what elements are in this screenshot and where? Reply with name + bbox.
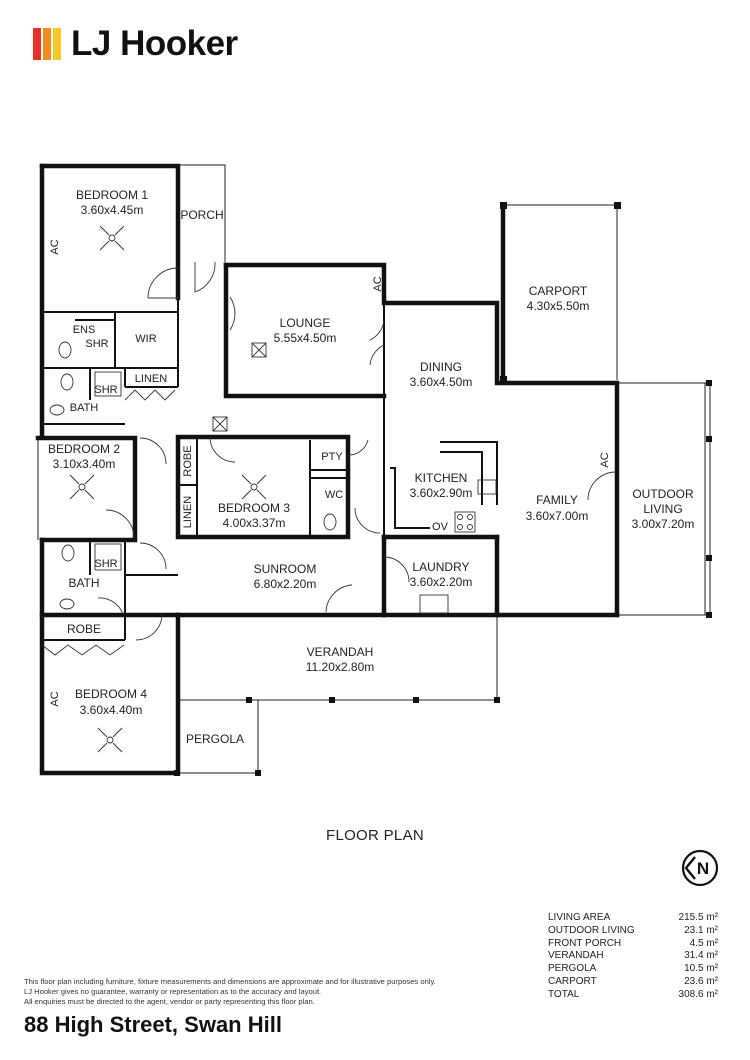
room-name-bedroom4: BEDROOM 4 (75, 687, 147, 701)
area-row: FRONT PORCH 4.5 m² (548, 938, 718, 951)
room-name-linen1: LINEN (135, 373, 167, 385)
disclaimer-line: This floor plan including furniture, fix… (24, 977, 436, 986)
room-name-laundry: LAUNDRY (412, 560, 469, 574)
disclaimer-line: All enquiries must be directed to the ag… (24, 997, 315, 1006)
room-size-bedroom3: 4.00x3.37m (223, 516, 286, 530)
room-size-verandah: 11.20x2.80m (306, 660, 375, 674)
disclaimer: This floor plan including furniture, fix… (24, 977, 534, 1007)
room-name-bath-shr: SHR (94, 384, 117, 396)
ac-label: AC (372, 276, 384, 291)
room-size-bedroom2: 3.10x3.40m (53, 457, 116, 471)
disclaimer-line: LJ Hooker gives no guarantee, warranty o… (24, 987, 322, 996)
room-name-bath2: BATH (68, 576, 99, 590)
logo-bar-red (33, 28, 41, 60)
room-name-wir: WIR (135, 333, 156, 345)
area-row: CARPORT 23.6 m² (548, 976, 718, 989)
area-value: 215.5 m² (678, 912, 718, 923)
ac-label: AC (599, 452, 611, 467)
area-value: 4.5 m² (689, 937, 718, 949)
room-name-carport: CARPORT (529, 284, 588, 298)
room-name-pergola: PERGOLA (186, 732, 244, 746)
room-name-linen2: LINEN (182, 496, 194, 528)
room-size-lounge: 5.55x4.50m (274, 331, 337, 345)
fan-icon (241, 474, 267, 500)
room-size-kitchen: 3.60x2.90m (410, 486, 473, 500)
logo-bar-orange (43, 28, 51, 60)
area-row: PERGOLA 10.5 m² (548, 963, 718, 976)
area-value: 31.4 m² (684, 950, 718, 962)
plan-title: FLOOR PLAN (325, 827, 425, 844)
room-name-bedroom2: BEDROOM 2 (48, 442, 120, 456)
area-row: VERANDAH 31.4 m² (548, 950, 718, 963)
ceiling-fans (69, 225, 267, 753)
room-name-bedroom3: BEDROOM 3 (218, 501, 290, 515)
room-name-ov: OV (432, 521, 449, 533)
room-name-ens-shr: SHR (85, 338, 108, 350)
room-name-dining: DINING (420, 360, 462, 374)
north-letter: N (697, 859, 709, 878)
property-address: 88 High Street, Swan Hill (24, 1012, 282, 1037)
room-name-robe1: ROBE (182, 445, 194, 476)
room-size-carport: 4.30x5.50m (527, 299, 590, 313)
room-size-outdoor: 3.00x7.20m (632, 517, 695, 531)
outdoor-outlines (37, 164, 711, 774)
room-name-pty: PTY (321, 451, 343, 463)
room-name-family: FAMILY (536, 493, 578, 507)
area-label: PERGOLA (548, 963, 597, 975)
fixtures (41, 341, 497, 656)
walls (35, 163, 620, 776)
room-name-ens: ENS (73, 324, 96, 336)
area-row: OUTDOOR LIVING 23.1 m² (548, 925, 718, 938)
ac-label: AC (49, 239, 61, 254)
area-value: 10.5 m² (684, 963, 718, 975)
room-name-outdoor: OUTDOOR (632, 487, 694, 501)
ac-label: AC (49, 691, 61, 706)
area-summary-table: LIVING AREA 215.5 m² OUTDOOR LIVING 23.1 m… (548, 912, 718, 1002)
area-value: 23.1 m² (684, 924, 718, 936)
brand-name: LJ Hooker (71, 24, 238, 63)
area-value: 308.6 m² (678, 988, 718, 1000)
room-name-bath1: BATH (70, 402, 99, 414)
room-name-sunroom: SUNROOM (254, 562, 317, 576)
fan-icon (97, 727, 123, 753)
room-size-family: 3.60x7.00m (526, 509, 589, 523)
area-row: TOTAL 308.6 m² (548, 989, 718, 1002)
room-size-bedroom4: 3.60x4.40m (80, 703, 143, 717)
area-label: CARPORT (548, 975, 597, 987)
area-label: VERANDAH (548, 950, 604, 962)
room-name-outdoor-2: LIVING (643, 502, 682, 516)
room-name-robe2: ROBE (67, 622, 101, 636)
room-name-wc: WC (325, 489, 343, 501)
room-size-laundry: 3.60x2.20m (410, 575, 473, 589)
logo-bar-yellow (53, 28, 61, 60)
room-name-shr3: SHR (94, 558, 117, 570)
interior-walls (42, 298, 498, 641)
room-name-porch: PORCH (180, 208, 223, 222)
room-size-bedroom1: 3.60x4.45m (81, 203, 144, 217)
area-label: FRONT PORCH (548, 937, 622, 949)
fan-icon (99, 225, 125, 251)
area-label: LIVING AREA (548, 912, 611, 923)
area-row: LIVING AREA 215.5 m² (548, 912, 718, 925)
room-name-kitchen: KITCHEN (415, 471, 468, 485)
room-name-bedroom1: BEDROOM 1 (76, 188, 148, 202)
north-arrow-icon: N (680, 848, 720, 888)
area-label: OUTDOOR LIVING (548, 924, 635, 936)
area-label: TOTAL (548, 988, 580, 1000)
room-size-dining: 3.60x4.50m (410, 375, 473, 389)
room-name-lounge: LOUNGE (280, 316, 331, 330)
room-name-verandah: VERANDAH (307, 645, 374, 659)
area-value: 23.6 m² (684, 975, 718, 987)
room-size-sunroom: 6.80x2.20m (254, 577, 317, 591)
lj-hooker-logo: LJ Hooker (33, 22, 238, 66)
fan-icon (69, 474, 95, 500)
doors (97, 261, 617, 641)
